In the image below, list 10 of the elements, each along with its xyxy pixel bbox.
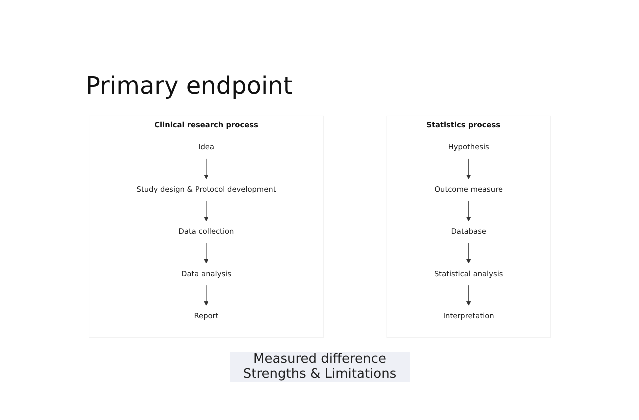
arrow	[204, 285, 209, 306]
arrow	[466, 158, 472, 180]
arrow	[204, 200, 209, 222]
arrow	[466, 285, 472, 306]
arrow	[466, 200, 472, 222]
slide-title: Primary endpoint	[86, 72, 293, 100]
arrow	[466, 242, 472, 264]
arrow	[204, 242, 209, 264]
arrow	[204, 158, 209, 180]
note-text: Measured difference Strengths & Limitations	[230, 352, 410, 382]
